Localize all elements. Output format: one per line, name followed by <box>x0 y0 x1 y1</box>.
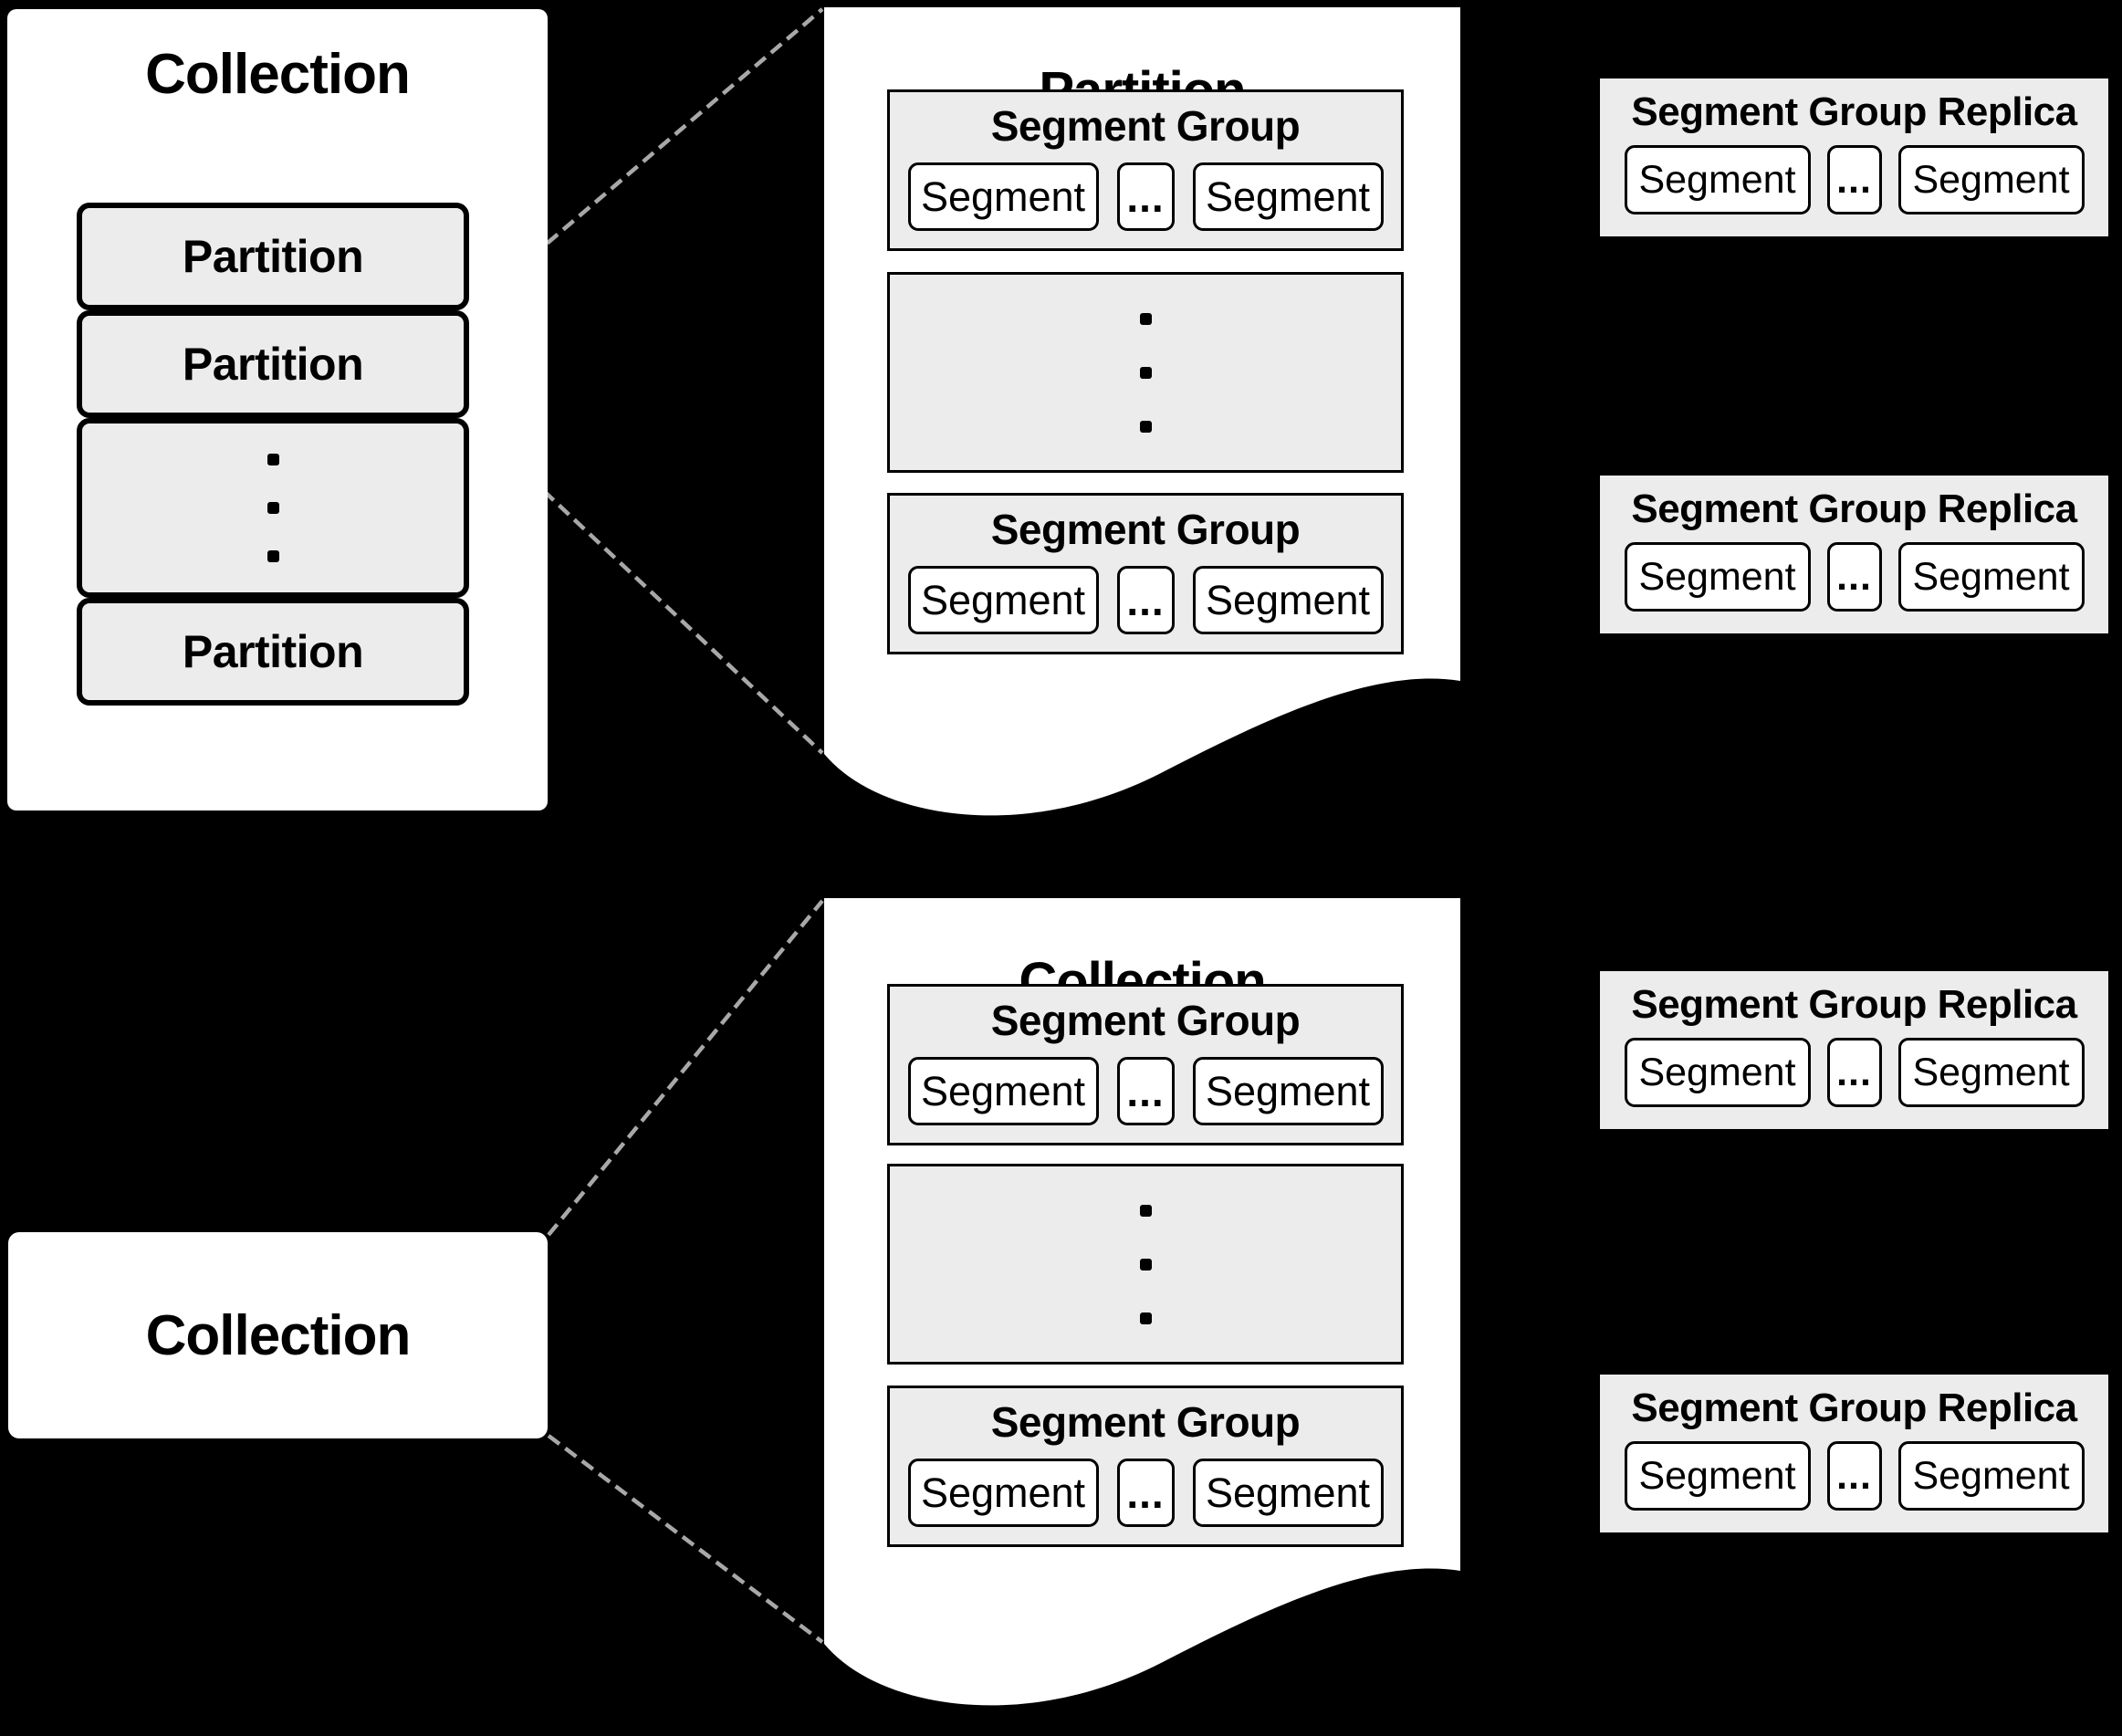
segment-group-box: Segment Group Segment ... Segment <box>887 984 1404 1145</box>
ellipsis-box: ... <box>1116 162 1175 231</box>
segment-box: Segment <box>1192 1459 1384 1527</box>
collection-overview-panel: Collection Partition Partition Partition <box>7 9 548 810</box>
segment-group-title: Segment Group <box>990 506 1301 553</box>
ellipsis-box: ... <box>1826 145 1882 214</box>
replica-title: Segment Group Replica <box>1631 1386 2077 1430</box>
segment-box: Segment <box>1192 566 1384 634</box>
vertical-ellipsis-icon <box>267 424 279 592</box>
segment-group-replica-box: Segment Group Replica Segment ... Segmen… <box>1600 1375 2108 1532</box>
partition-row-label: Partition <box>182 339 364 390</box>
zoom-connector-partition-bottom <box>465 417 824 755</box>
collection-label: Collection <box>145 1303 412 1367</box>
segment-box: Segment <box>907 1057 1099 1125</box>
replica-title: Segment Group Replica <box>1631 982 2077 1027</box>
zoom-connector-collection-top <box>547 899 824 1237</box>
segment-box: Segment <box>907 566 1099 634</box>
collection-detail-panel: Collection Segment Group Segment ... Seg… <box>824 898 1460 1683</box>
partition-stack: Partition Partition Partition <box>77 203 469 706</box>
segment-row: Segment ... Segment <box>1624 1441 2085 1511</box>
segment-group-replica-box: Segment Group Replica Segment ... Segmen… <box>1600 476 2108 633</box>
segment-group-title: Segment Group <box>990 997 1301 1044</box>
zoom-connector-collection-bottom <box>547 1434 824 1644</box>
segment-row: Segment ... Segment <box>1624 542 2085 612</box>
segment-box: Segment <box>907 162 1099 231</box>
segment-row: Segment ... Segment <box>907 1459 1384 1527</box>
partition-row: Partition <box>77 310 469 418</box>
segment-group-replica-box: Segment Group Replica Segment ... Segmen… <box>1600 78 2108 236</box>
segment-row: Segment ... Segment <box>907 162 1384 231</box>
segment-box: Segment <box>907 1459 1099 1527</box>
ellipsis-box: ... <box>1826 1038 1882 1107</box>
ellipsis-box: ... <box>1116 566 1175 634</box>
ellipsis-box: ... <box>1826 1441 1882 1511</box>
segment-row: Segment ... Segment <box>1624 1038 2085 1107</box>
vertical-ellipsis-icon <box>890 1166 1401 1362</box>
segment-box: Segment <box>1624 145 1811 214</box>
segment-row: Segment ... Segment <box>907 1057 1384 1125</box>
replica-title: Segment Group Replica <box>1631 486 2077 531</box>
vertical-ellipsis-icon <box>890 275 1401 470</box>
partition-row: Partition <box>77 598 469 706</box>
more-segment-groups-box <box>887 1164 1404 1365</box>
segment-group-box: Segment Group Segment ... Segment <box>887 89 1404 251</box>
segment-group-box: Segment Group Segment ... Segment <box>887 493 1404 654</box>
replica-title: Segment Group Replica <box>1631 89 2077 134</box>
collection-label-box: Collection <box>8 1232 548 1438</box>
segment-box: Segment <box>1192 1057 1384 1125</box>
segment-box: Segment <box>1897 145 2085 214</box>
zoom-connector-partition-top <box>465 7 824 313</box>
partition-row-label: Partition <box>182 626 364 677</box>
ellipsis-box: ... <box>1116 1057 1175 1125</box>
more-segment-groups-box <box>887 272 1404 473</box>
segment-box: Segment <box>1192 162 1384 231</box>
collection-overview-title: Collection <box>145 43 411 106</box>
segment-group-box: Segment Group Segment ... Segment <box>887 1386 1404 1547</box>
segment-box: Segment <box>1624 1038 1811 1107</box>
segment-box: Segment <box>1897 542 2085 612</box>
segment-row: Segment ... Segment <box>1624 145 2085 214</box>
segment-group-replica-box: Segment Group Replica Segment ... Segmen… <box>1600 971 2108 1129</box>
segment-box: Segment <box>1624 1441 1811 1511</box>
segment-box: Segment <box>1624 542 1811 612</box>
segment-box: Segment <box>1897 1038 2085 1107</box>
more-partitions-row <box>77 418 469 598</box>
partition-detail-panel: Partition Segment Group Segment ... Segm… <box>824 7 1460 792</box>
partition-row: Partition <box>77 203 469 310</box>
segment-row: Segment ... Segment <box>907 566 1384 634</box>
segment-group-title: Segment Group <box>990 102 1301 150</box>
segment-box: Segment <box>1897 1441 2085 1511</box>
ellipsis-box: ... <box>1826 542 1882 612</box>
segment-group-title: Segment Group <box>990 1398 1301 1446</box>
partition-row-label: Partition <box>182 231 364 282</box>
ellipsis-box: ... <box>1116 1459 1175 1527</box>
